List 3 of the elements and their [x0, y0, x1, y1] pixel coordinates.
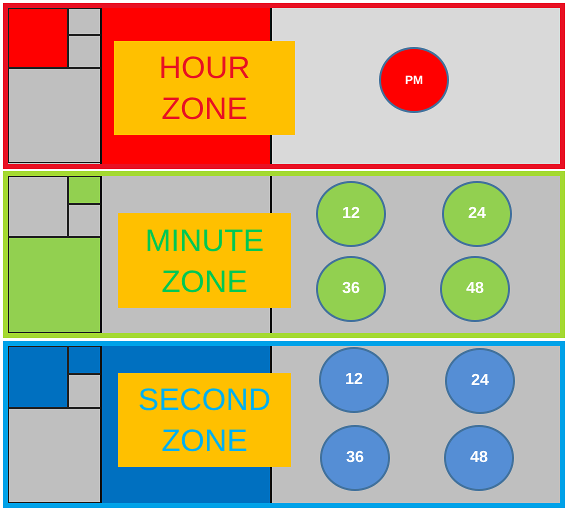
zone-label-box: MINUTE ZONE: [118, 213, 291, 308]
zone-label-box: SECOND ZONE: [118, 373, 291, 467]
zone-label-box: HOUR ZONE: [114, 41, 295, 135]
